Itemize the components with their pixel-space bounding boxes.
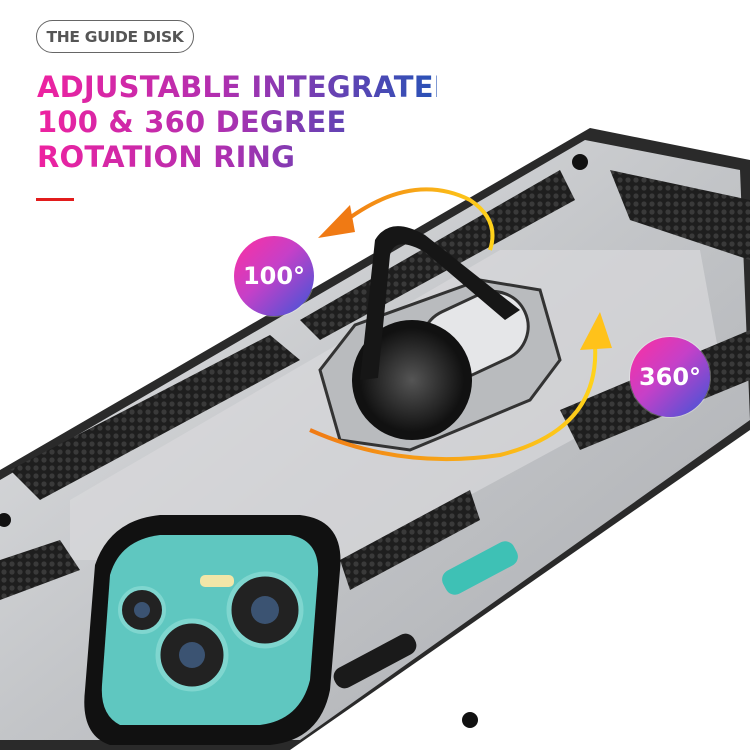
headline-line-2: 100 & 360 DEGREE xyxy=(37,105,347,139)
rotation-arrows xyxy=(309,187,612,462)
arrow-head-up-icon xyxy=(580,312,612,350)
guide-disk-tag: THE GUIDE DISK xyxy=(36,20,194,53)
headline: ADJUSTABLE INTEGRATED 100 & 360 DEGREE R… xyxy=(37,70,437,175)
ring-holder xyxy=(318,226,562,452)
camera-module xyxy=(84,515,341,745)
headline-line-1: ADJUSTABLE INTEGRATED xyxy=(37,70,459,104)
arrow-head-left-icon xyxy=(318,205,355,238)
accent-rule xyxy=(36,198,74,201)
headline-line-3: ROTATION RING xyxy=(37,140,296,174)
badge-100-degree: 100° xyxy=(234,236,314,316)
badge-360-degree: 360° xyxy=(630,337,710,417)
